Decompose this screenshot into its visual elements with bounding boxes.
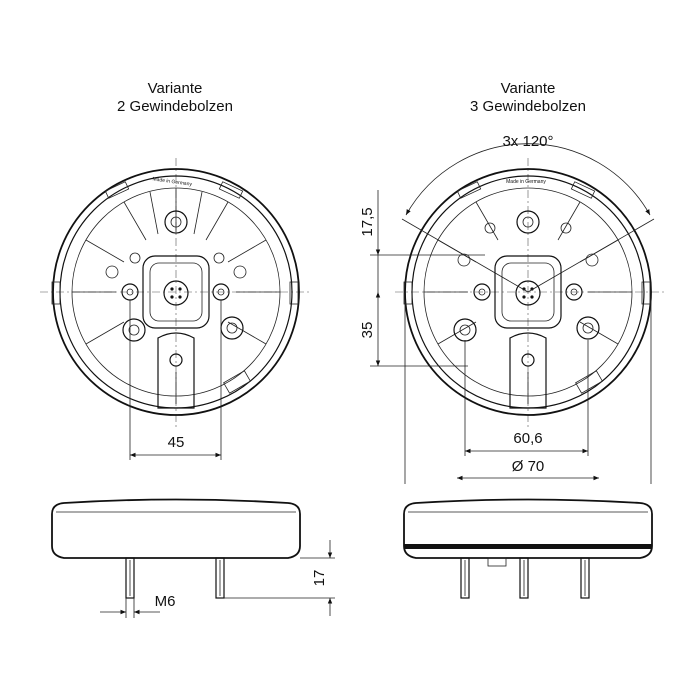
right-angle-dimension-arc [405,143,651,216]
right-connector-inner [501,262,555,322]
right-side-view [403,498,653,599]
right-threaded-bolt-3 [580,557,590,599]
right-bolt-lower-right [576,316,600,340]
right-side-seal-band [404,544,652,549]
right-connector-plug [515,280,541,306]
right-threaded-bolt-1 [460,557,470,599]
right-side-housing [403,498,653,559]
left-threaded-bolt-1 [125,557,135,599]
right-bottom-offset-value: 35 [359,322,376,339]
left-thread-value: M6 [155,593,176,610]
left-top-view: Made in Germany 45 [40,158,312,460]
left-made-in-label: Made in Germany [152,176,193,188]
left-title-line2: 2 Gewindebolzen [117,98,233,115]
right-pitch-diameter-value: 60,6 [513,430,542,447]
left-side-housing [51,498,301,559]
left-screw-boss-left [122,318,146,342]
left-lower-tab [157,332,195,409]
left-radial-ribs [72,188,280,345]
left-connector-housing [142,255,210,329]
left-screw-boss-right [220,316,244,340]
right-variant-title: Variante 3 Gewindebolzen [418,80,638,116]
right-lower-tab [509,332,547,409]
left-variant-title: Variante 2 Gewindebolzen [65,80,285,116]
left-screw-boss-top [164,210,188,234]
left-connector-plug [163,280,189,306]
right-title-line1: Variante [500,80,556,97]
left-outer-housing [52,168,300,416]
left-threaded-bolt-2 [215,557,225,599]
left-side-view: 17 M6 [51,498,335,618]
right-top-view: Made in Germany 3x 120° 17,5 35 60,6 Ø 7… [359,133,665,484]
right-bolt-lower-left [453,318,477,342]
right-made-in-label: Made in Germany [506,179,546,185]
right-angle-value: 3x 120° [502,133,553,150]
right-top-offset-value: 17,5 [359,207,376,236]
right-outer-diameter-value: Ø 70 [512,458,545,475]
right-outer-housing [404,168,652,416]
right-title-line2: 3 Gewindebolzen [470,98,586,115]
left-title-line1: Variante [147,80,203,97]
right-threaded-bolt-2 [519,557,529,599]
left-bolt-spacing-value: 45 [168,434,185,451]
left-connector-inner [149,262,203,322]
right-connector-housing [494,255,562,329]
left-bolt-length-value: 17 [311,570,328,587]
